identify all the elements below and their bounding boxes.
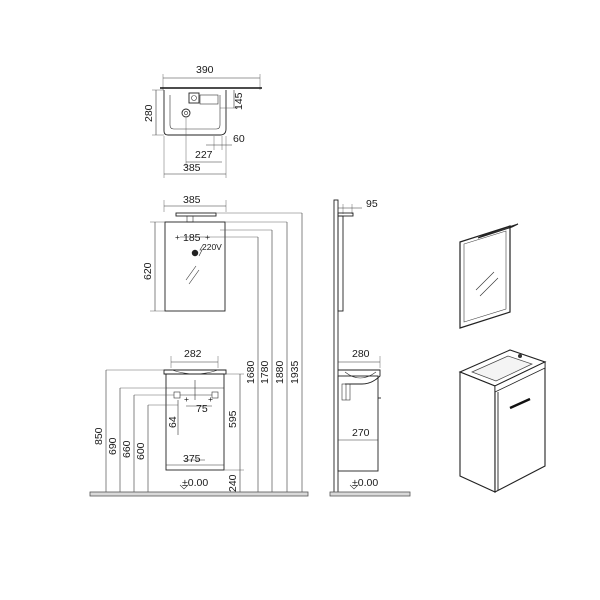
dim-tap-offset: 145 (233, 92, 245, 110)
dim-drain-height: 64 (167, 416, 179, 428)
dim-level-1935: 1935 (289, 360, 301, 384)
floor-label-side: ±0.00 (352, 477, 378, 489)
dim-plan-depth: 280 (143, 104, 155, 122)
render-cabinet (458, 349, 547, 493)
dim-mirror-height: 620 (142, 262, 154, 280)
basin-bowl-plan (169, 95, 221, 130)
plus-waste-left: + (184, 394, 189, 404)
dim-level-660: 660 (121, 440, 133, 458)
floor-side (329, 491, 411, 497)
basin-side (338, 369, 381, 385)
dim-plinth-height: 240 (227, 474, 239, 492)
dim-level-1780: 1780 (259, 360, 271, 384)
dim-level-850: 850 (93, 427, 105, 445)
mirror-side (337, 215, 344, 312)
mirror-glint-icon (185, 265, 200, 285)
dim-cabinet-width: 375 (183, 453, 201, 465)
cabinet-front (165, 373, 225, 471)
plus-left: + (175, 232, 180, 242)
dim-waste-spacing: 75 (196, 403, 208, 415)
basin-outline-plan (163, 90, 227, 136)
dim-mirror-width: 385 (183, 194, 201, 206)
dim-cabinet-height: 595 (227, 410, 239, 428)
tap-icon (188, 92, 200, 104)
dim-mirror-depth: 95 (366, 198, 378, 210)
floor-front (89, 491, 309, 497)
dim-level-1880: 1880 (274, 360, 286, 384)
dim-cabinet-depth: 270 (352, 427, 370, 439)
socket-icon (191, 244, 204, 257)
mirror-lamp (175, 212, 217, 217)
mirror-front (164, 221, 226, 312)
render-mirror (459, 223, 519, 329)
dim-drain-offset: 60 (233, 133, 245, 145)
plus-waste-right: + (208, 394, 213, 404)
mirror-lamp-side (337, 212, 354, 217)
cabinet-side (337, 375, 379, 472)
counter-plan (199, 94, 219, 105)
dim-level-1680: 1680 (245, 360, 257, 384)
dim-plan-body-width: 385 (183, 162, 201, 174)
dim-level-690: 690 (107, 437, 119, 455)
dim-plan-width: 390 (196, 64, 214, 76)
dim-basin-depth: 280 (352, 348, 370, 360)
wall-side (333, 199, 339, 494)
dim-level-600: 600 (135, 442, 147, 460)
side-view: 95 280 270 ±0.00 (329, 198, 411, 497)
socket-label: 220V (202, 242, 222, 252)
floor-label-front: ±0.00 (182, 477, 208, 489)
front-view: 385 + 185 + 220V 620 (89, 194, 309, 497)
plus-right: + (205, 232, 210, 242)
drain-icon (181, 108, 191, 118)
plan-view: 390 280 145 60 227 (143, 64, 262, 178)
dim-drain-center: 227 (195, 149, 213, 161)
dim-socket-spacing: 185 (183, 232, 201, 244)
dim-cabinet-inner-width: 282 (184, 348, 202, 360)
